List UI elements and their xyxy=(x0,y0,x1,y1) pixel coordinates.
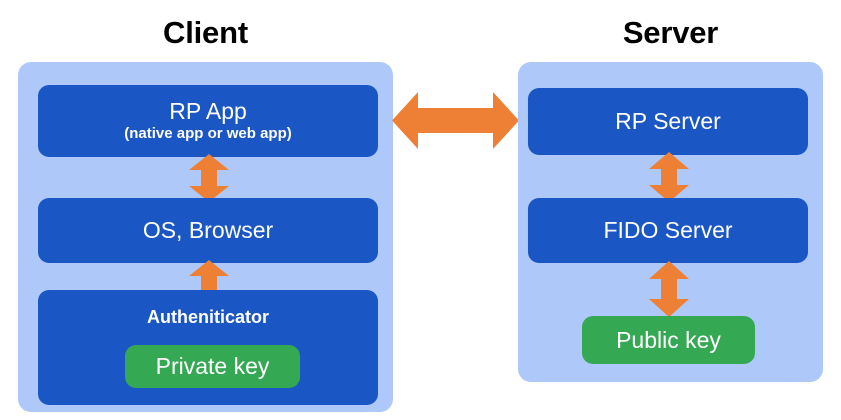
double-arrow-horizontal-icon-client-server xyxy=(392,92,519,149)
rp-app-label: RP App xyxy=(169,98,247,125)
double-arrow-vertical-icon-fidoserver-publickey xyxy=(649,261,689,317)
double-arrow-vertical-icon-rpapp-osbrowser xyxy=(189,154,229,202)
private-key-box[interactable]: Private key xyxy=(125,345,300,388)
server-box-rp-server[interactable]: RP Server xyxy=(528,88,808,155)
authenticator-label: Autheniticator xyxy=(146,307,269,327)
public-key-box[interactable]: Public key xyxy=(582,316,755,364)
double-arrow-vertical-icon-rpserver-fidoserver xyxy=(649,152,689,202)
client-title: Client xyxy=(163,15,248,50)
server-box-fido-server[interactable]: FIDO Server xyxy=(528,198,808,263)
rp-app-sublabel: (native app or web app) xyxy=(124,125,292,143)
client-box-os-browser[interactable]: OS, Browser xyxy=(38,198,378,263)
os-browser-label: OS, Browser xyxy=(142,216,274,243)
server-title: Server xyxy=(622,15,719,50)
client-box-rp-app[interactable]: RP App (native app or web app) xyxy=(38,85,378,157)
rp-server-label: RP Server xyxy=(615,107,721,134)
fido-server-label: FIDO Server xyxy=(603,216,733,243)
